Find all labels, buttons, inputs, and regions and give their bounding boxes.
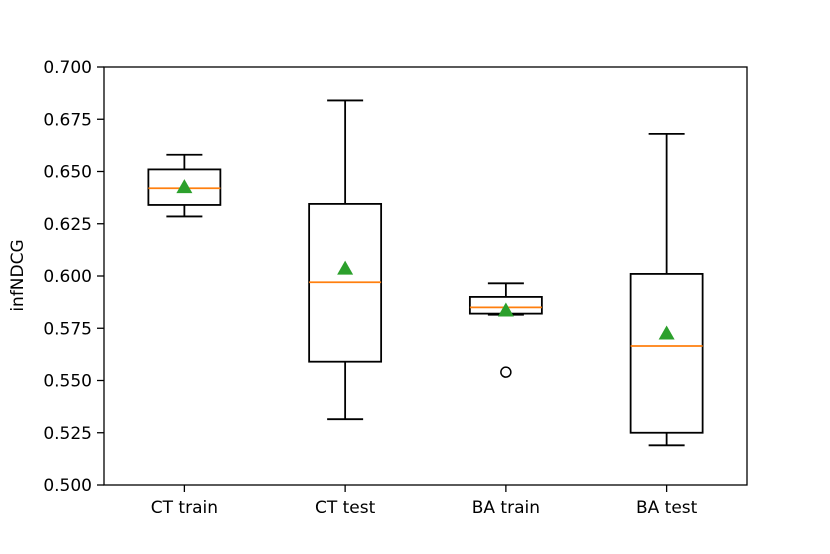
y-tick-label: 0.525 (43, 424, 92, 444)
y-tick-label: 0.600 (43, 267, 92, 287)
mean-marker (176, 179, 193, 194)
box-iqr (629, 273, 704, 434)
y-tick-label: 0.575 (43, 319, 92, 339)
y-tick-label: 0.500 (43, 476, 92, 496)
mean-marker (497, 302, 514, 317)
mean-marker (337, 260, 354, 275)
axes-frame (103, 66, 748, 486)
x-tick-label: BA train (472, 498, 540, 518)
plot-area: 0.500 0.525 0.550 0.575 0.600 0.625 0.650 0.675… (43, 58, 748, 518)
x-tick-label: CT train (151, 498, 218, 518)
y-tick-label: 0.675 (43, 110, 92, 130)
y-tick-label: 0.625 (43, 215, 92, 235)
outlier-point (500, 366, 512, 378)
mean-marker (658, 325, 675, 340)
x-tick-label: CT test (315, 498, 376, 518)
y-tick-label: 0.700 (43, 58, 92, 78)
y-tick-label: 0.550 (43, 372, 92, 392)
y-tick-label: 0.650 (43, 163, 92, 183)
y-axis-label: infNDCG (8, 239, 28, 311)
box-iqr (147, 168, 222, 206)
x-tick-label: BA test (636, 498, 698, 518)
